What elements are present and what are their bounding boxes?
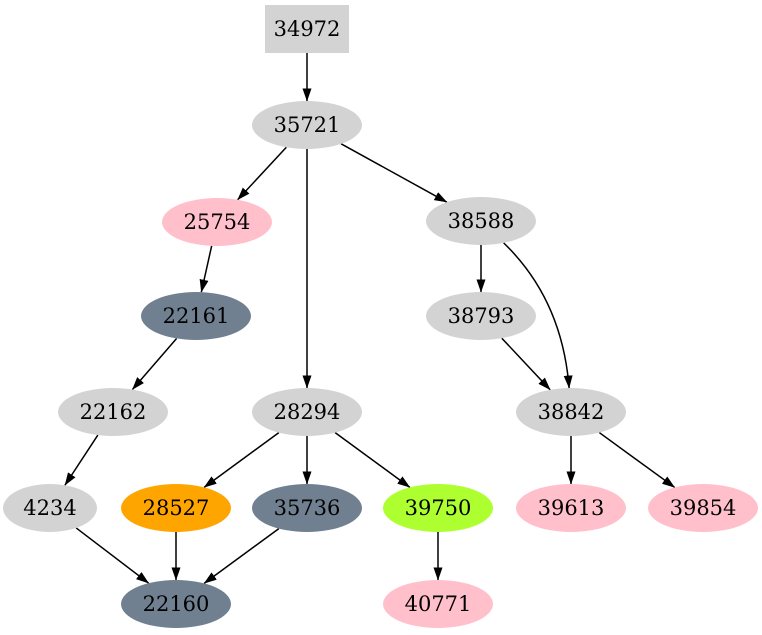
edge-35721-38588 xyxy=(340,143,448,203)
edge-35736-22160 xyxy=(203,528,280,584)
node-label: 25754 xyxy=(184,210,251,234)
node-label: 4234 xyxy=(23,496,76,520)
edge-22162-4234 xyxy=(64,434,99,486)
node-ellipse-shape xyxy=(252,484,362,532)
node-28527: 28527 xyxy=(121,484,231,532)
node-22160: 22160 xyxy=(121,580,231,628)
node-ellipse-shape xyxy=(426,197,536,245)
node-ellipse-shape xyxy=(3,484,97,532)
edge-28294-39750 xyxy=(334,432,411,488)
node-label: 38793 xyxy=(448,304,515,328)
edge-38842-39854 xyxy=(598,431,676,489)
node-label: 38842 xyxy=(538,400,605,424)
edge-4234-22160 xyxy=(75,527,150,584)
node-ellipse-shape xyxy=(516,484,626,532)
node-label: 28294 xyxy=(274,400,341,424)
node-label: 39613 xyxy=(538,496,605,520)
edge-28294-28527 xyxy=(203,432,280,488)
node-39613: 39613 xyxy=(516,484,626,532)
node-ellipse-shape xyxy=(121,580,231,628)
node-ellipse-shape xyxy=(121,484,231,532)
edge-35721-25754 xyxy=(237,146,287,201)
node-label: 40771 xyxy=(405,592,472,616)
edge-38793-38842 xyxy=(501,337,551,391)
node-label: 22160 xyxy=(143,592,210,616)
node-label: 39750 xyxy=(405,496,472,520)
node-22161: 22161 xyxy=(141,292,251,340)
node-box-shape xyxy=(265,5,349,53)
node-ellipse-shape xyxy=(252,101,362,149)
node-22162: 22162 xyxy=(58,388,168,436)
node-39750: 39750 xyxy=(383,484,493,532)
node-25754: 25754 xyxy=(162,198,272,246)
node-39854: 39854 xyxy=(648,484,758,532)
node-38842: 38842 xyxy=(516,388,626,436)
node-ellipse-shape xyxy=(426,292,536,340)
node-34972: 34972 xyxy=(265,5,349,53)
node-40771: 40771 xyxy=(383,580,493,628)
node-38793: 38793 xyxy=(426,292,536,340)
node-label: 34972 xyxy=(274,17,341,41)
node-label: 22161 xyxy=(163,304,230,328)
node-ellipse-shape xyxy=(516,388,626,436)
edge-38588-38842 xyxy=(503,242,573,389)
edges-layer xyxy=(64,53,676,584)
node-ellipse-shape xyxy=(383,580,493,628)
node-35736: 35736 xyxy=(252,484,362,532)
node-label: 39854 xyxy=(670,496,737,520)
node-label: 22162 xyxy=(80,400,147,424)
node-label: 28527 xyxy=(143,496,210,520)
node-38588: 38588 xyxy=(426,197,536,245)
node-35721: 35721 xyxy=(252,101,362,149)
node-ellipse-shape xyxy=(162,198,272,246)
edge-22161-22162 xyxy=(131,337,178,391)
node-label: 38588 xyxy=(448,209,515,233)
node-ellipse-shape xyxy=(141,292,251,340)
node-ellipse-shape xyxy=(383,484,493,532)
node-label: 35736 xyxy=(274,496,341,520)
node-4234: 4234 xyxy=(3,484,97,532)
edge-25754-22161 xyxy=(199,245,213,293)
node-28294: 28294 xyxy=(252,388,362,436)
node-ellipse-shape xyxy=(252,388,362,436)
node-ellipse-shape xyxy=(648,484,758,532)
nodes-layer: 34972 35721 25754 38588 22161 38793 22162 28294… xyxy=(3,5,758,628)
node-ellipse-shape xyxy=(58,388,168,436)
node-label: 35721 xyxy=(274,113,341,137)
